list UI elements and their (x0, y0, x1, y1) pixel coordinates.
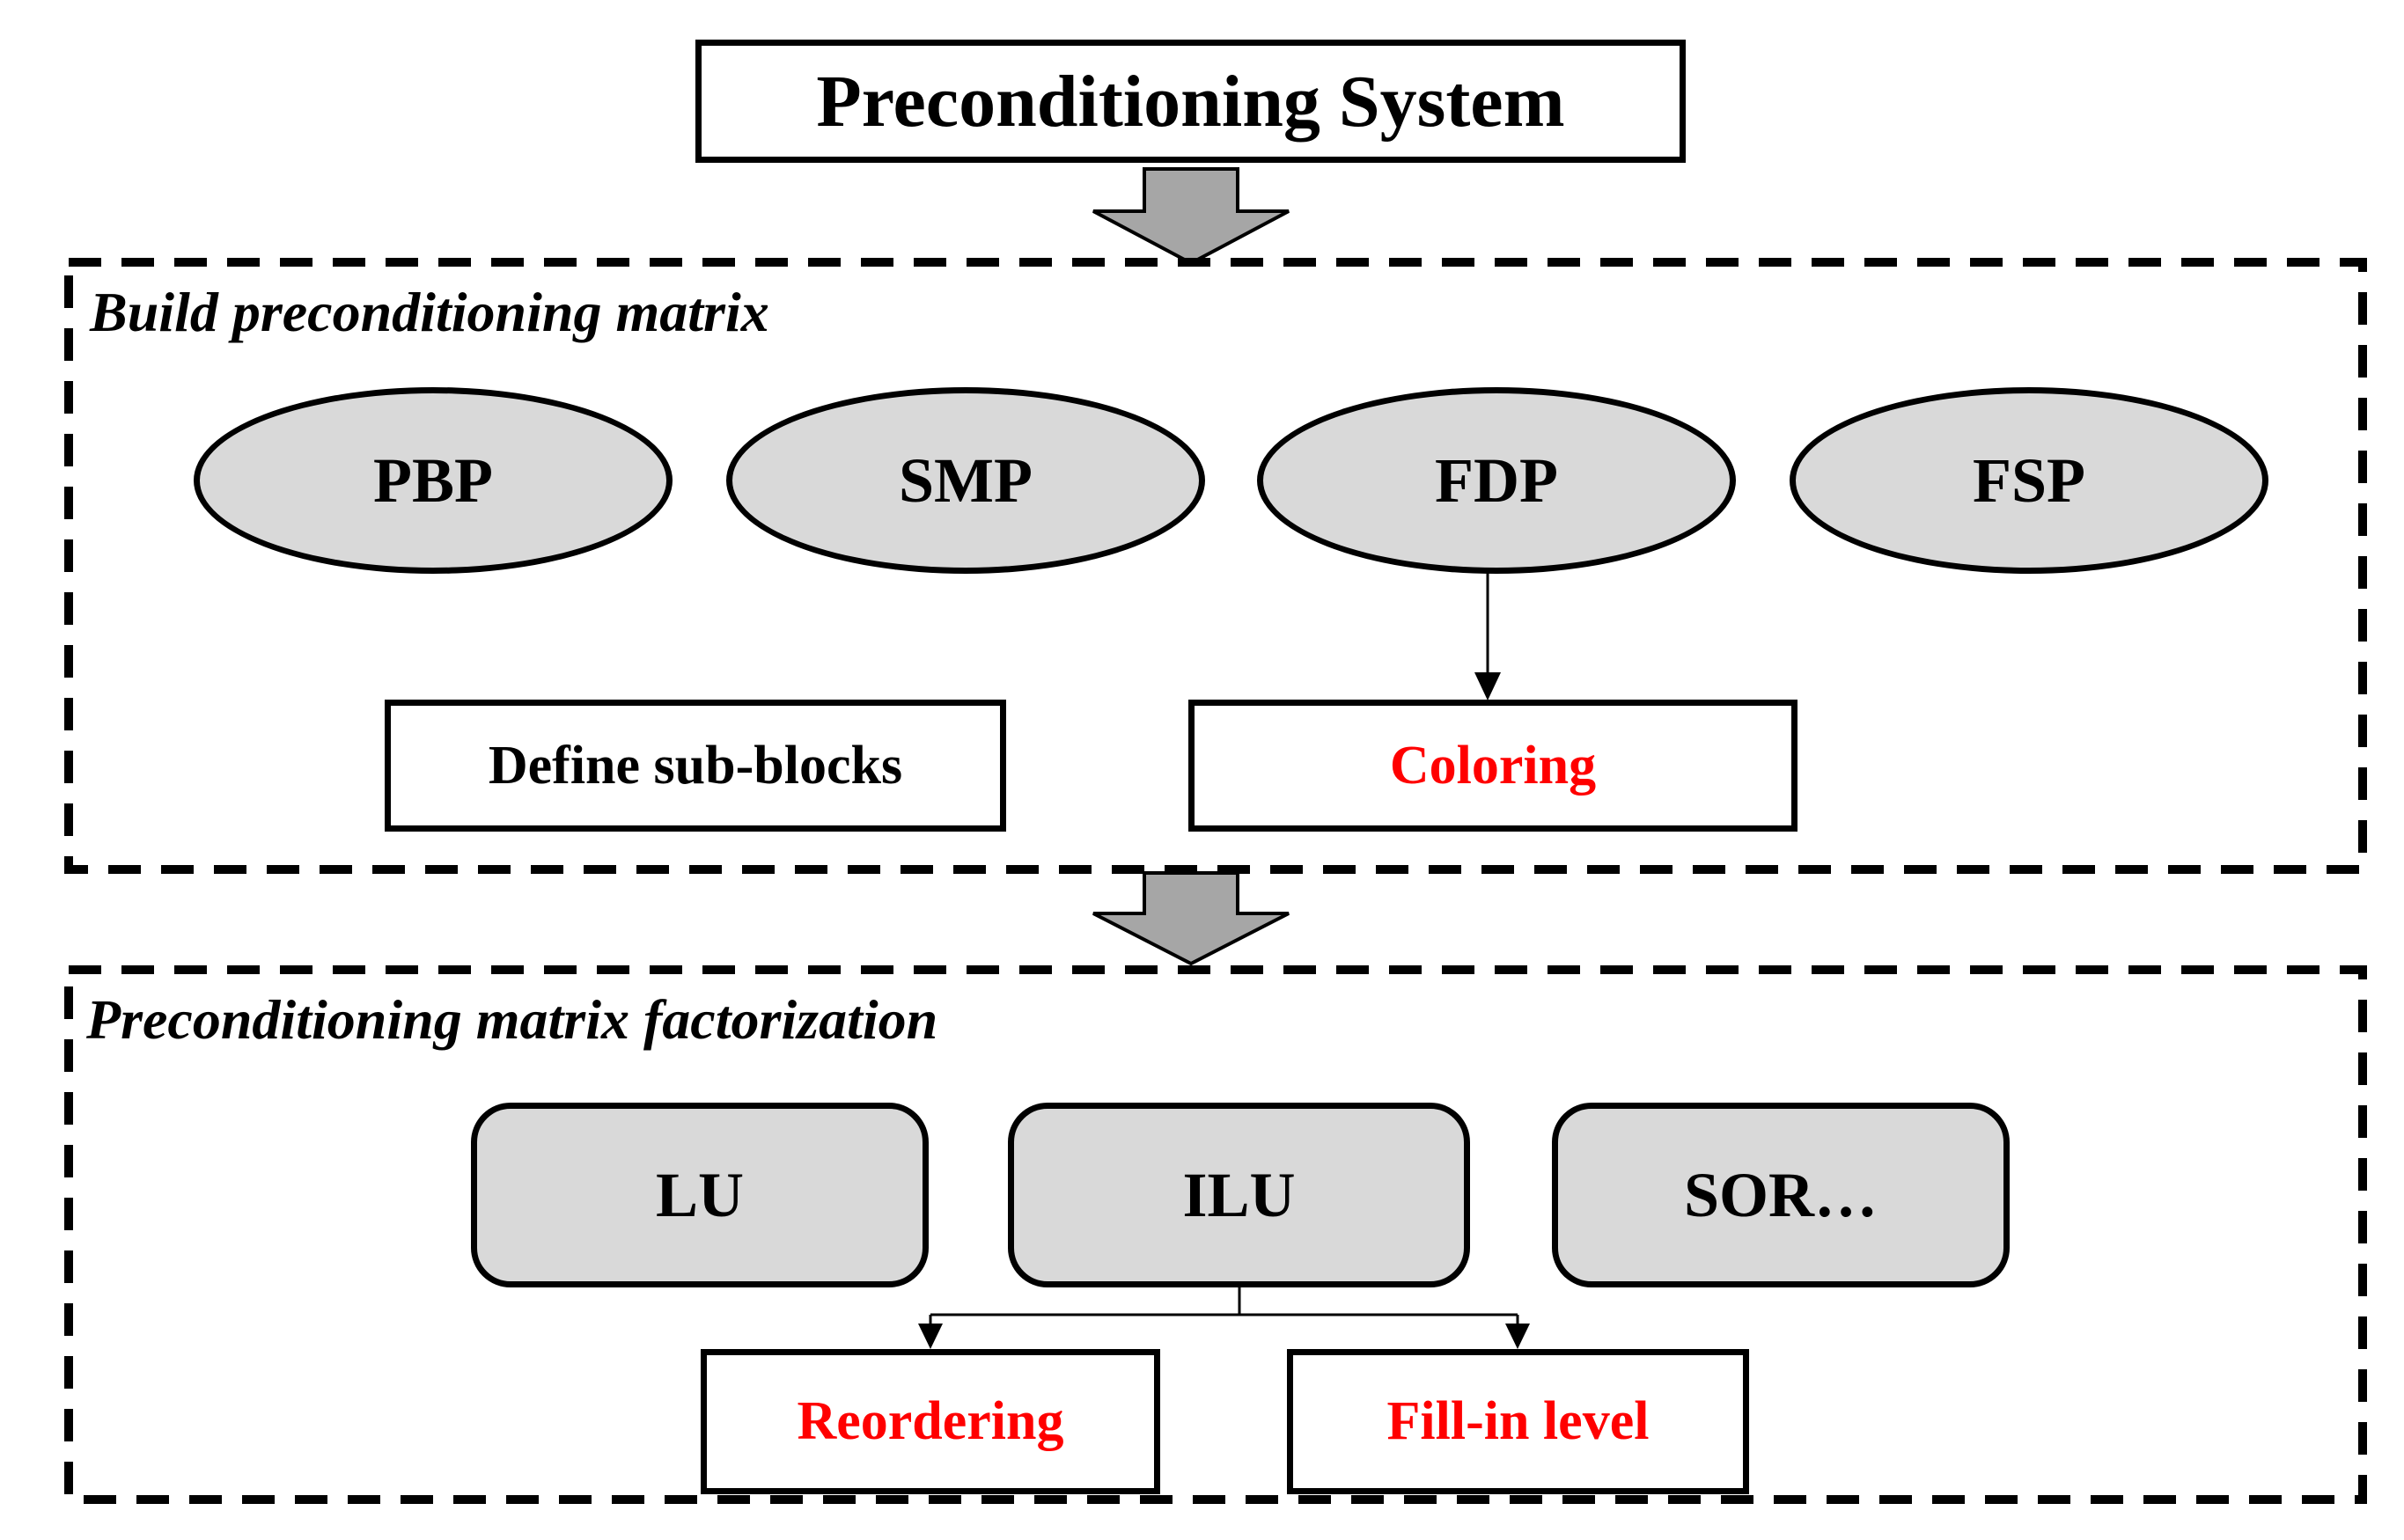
define-sub-blocks-label: Define sub-blocks (488, 735, 903, 796)
coloring-box: Coloring (1188, 700, 1797, 832)
ellipse-smp-label: SMP (899, 444, 1033, 516)
flow-down-arrow-middle (1092, 871, 1290, 966)
node-lu-label: LU (655, 1159, 745, 1230)
node-sor: SOR… (1552, 1103, 2010, 1287)
ellipse-pbp: PBP (194, 387, 673, 574)
ellipse-fsp: FSP (1790, 387, 2268, 574)
coloring-label: Coloring (1389, 735, 1597, 796)
node-ilu-label: ILU (1182, 1159, 1296, 1230)
fill-in-level-label: Fill-in level (1386, 1391, 1650, 1451)
ellipse-smp: SMP (726, 387, 1205, 574)
title-box: Preconditioning System (695, 40, 1686, 163)
section2-label: Preconditioning matrix factorization (86, 988, 938, 1051)
fdp-to-coloring-arrow (1474, 570, 1501, 700)
define-sub-blocks-box: Define sub-blocks (385, 700, 1006, 832)
section2-dashed-frame (64, 965, 2367, 1504)
node-lu: LU (471, 1103, 929, 1287)
diagram-title: Preconditioning System (816, 60, 1565, 143)
ellipse-fdp-label: FDP (1435, 444, 1558, 516)
section1-label: Build preconditioning matrix (90, 281, 769, 343)
ilu-branch-connector (918, 1285, 1530, 1349)
fill-in-level-box: Fill-in level (1287, 1349, 1749, 1494)
reordering-label: Reordering (797, 1391, 1064, 1451)
node-ilu: ILU (1008, 1103, 1470, 1287)
ellipse-pbp-label: PBP (373, 444, 493, 516)
flow-down-arrow-top (1092, 167, 1290, 266)
section1-dashed-frame (64, 258, 2367, 874)
node-sor-label: SOR… (1683, 1159, 1878, 1230)
reordering-box: Reordering (701, 1349, 1160, 1494)
ellipse-fdp: FDP (1257, 387, 1736, 574)
ellipse-fsp-label: FSP (1972, 444, 2085, 516)
